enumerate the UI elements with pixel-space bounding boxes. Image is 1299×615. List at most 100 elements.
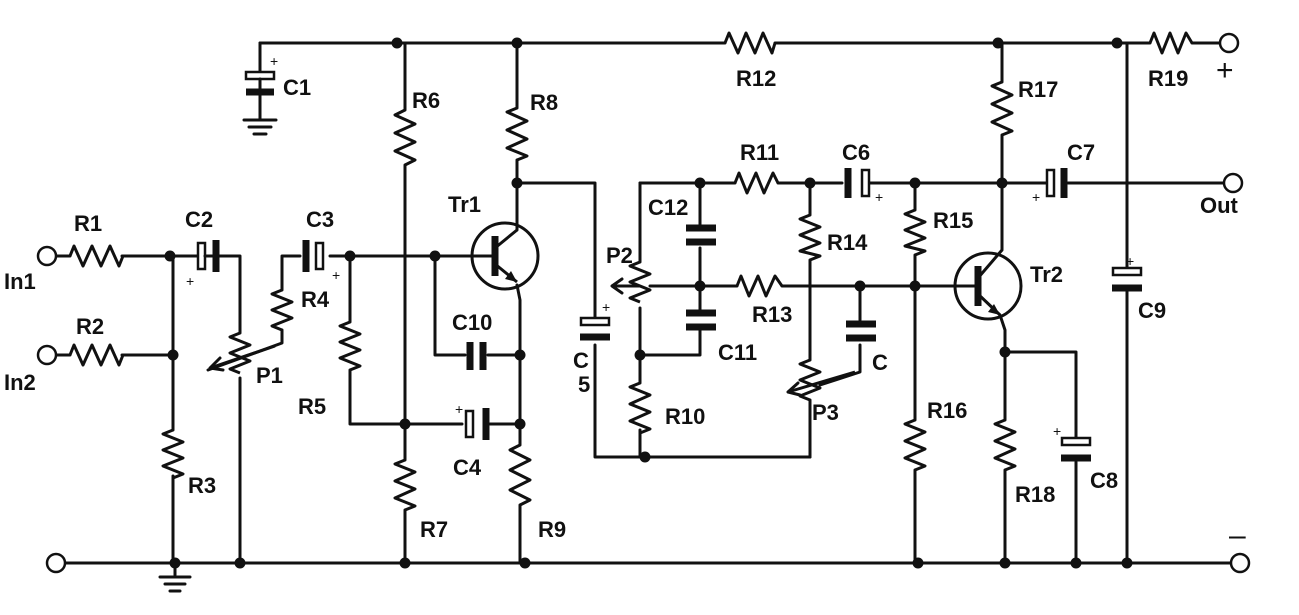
component-labels: C1 C2 C3 C4 C 5 C6 C7 C8 C9 C10 C11 C12 … [4,54,1246,552]
svg-text:+: + [602,299,610,315]
label-r3: R3 [188,473,216,498]
resistor-r15 [903,208,927,257]
resistor-r2 [68,343,125,367]
label-in2: In2 [4,370,36,395]
label-r1: R1 [74,211,102,236]
label-tr1: Tr1 [448,192,481,217]
capacitor-c5 [579,316,611,341]
capacitor-c8 [1060,436,1092,462]
label-r12: R12 [736,66,776,91]
ground-symbol-c1 [242,98,278,136]
potentiometer-p2 [610,260,652,304]
resistor-r8 [505,106,529,162]
label-r15: R15 [933,208,973,233]
capacitor-c [846,320,876,342]
resistor-r18 [993,418,1017,472]
resistor-r4 [270,288,294,332]
svg-text:+: + [875,189,883,205]
label-c6: C6 [842,140,870,165]
label-c7: C7 [1067,140,1095,165]
label-c: C [872,350,888,375]
label-c2: C2 [185,207,213,232]
label-r9: R9 [538,517,566,542]
capacitor-c3 [302,240,325,272]
label-r6: R6 [412,88,440,113]
svg-text:+: + [455,401,463,417]
label-c10: C10 [452,310,492,335]
potentiometer-p3 [786,358,856,402]
label-c11: C11 [718,340,757,365]
label-p2: P2 [606,243,633,268]
resistor-r12 [723,31,777,55]
positive-supply-terminal [1218,32,1240,54]
label-p3: P3 [812,400,839,425]
resistor-r19 [1148,31,1194,55]
label-r18: R18 [1015,482,1055,507]
label-c5-letter: C [573,348,589,373]
resistor-r5 [338,320,362,372]
polarity-marks: + + + + + + + + + [186,53,1134,439]
resistor-r9 [508,443,532,507]
negative-supply-terminal [1229,552,1251,574]
resistor-r13 [735,274,784,298]
resistor-r10 [628,381,652,435]
label-r4: R4 [301,287,330,312]
capacitor-c11 [686,308,716,335]
label-c12: C12 [648,195,688,220]
capacitor-c10 [466,342,487,370]
label-r2: R2 [76,314,104,339]
potentiometer-p1 [208,331,276,375]
input1-terminal [36,245,58,267]
resistor-r7 [393,458,417,512]
transistor-tr2 [953,249,1023,321]
resistor-r6 [393,108,417,167]
label-r11: R11 [740,140,779,165]
label-r8: R8 [530,90,558,115]
capacitor-c1 [244,70,276,102]
label-c8: C8 [1090,468,1118,493]
capacitor-c2 [196,240,227,272]
ground-input-terminal [45,552,67,574]
resistor-r17 [990,80,1014,137]
label-r16: R16 [927,398,967,423]
label-c1: C1 [283,75,311,100]
label-r10: R10 [665,404,705,429]
output-terminal [1222,172,1244,194]
wiring [54,41,1232,577]
label-p1: P1 [256,363,283,388]
resistor-r14 [798,213,822,262]
label-in1: In1 [4,269,36,294]
label-r14: R14 [827,230,868,255]
label-minus-supply: – [1229,519,1246,552]
ground-symbol-rail [158,575,192,593]
capacitor-c12 [686,224,716,246]
svg-text:+: + [1032,189,1040,205]
svg-text:+: + [1053,423,1061,439]
label-c9: C9 [1138,298,1166,323]
junction-dots [164,37,1133,569]
capacitor-c7 [1045,168,1068,198]
capacitor-c9 [1111,266,1143,292]
capacitor-c4 [464,408,490,440]
resistor-r1 [68,244,125,268]
resistor-r3 [161,428,185,480]
capacitor-c6 [844,168,871,198]
label-r5: R5 [298,394,326,419]
svg-text:+: + [270,53,278,69]
label-r13: R13 [752,302,792,327]
svg-text:+: + [1126,253,1134,269]
label-tr2: Tr2 [1030,262,1063,287]
label-c4: C4 [453,455,482,480]
resistor-r11 [733,171,780,195]
transistor-tr1 [470,221,540,291]
label-r7: R7 [420,517,448,542]
label-r19: R19 [1148,66,1188,91]
input2-terminal [36,344,58,366]
svg-text:+: + [332,267,340,283]
label-r17: R17 [1018,77,1058,102]
label-plus-supply: + [1216,54,1234,87]
resistor-r16 [903,418,927,472]
label-c5-number: 5 [578,372,590,397]
label-out: Out [1200,193,1239,218]
